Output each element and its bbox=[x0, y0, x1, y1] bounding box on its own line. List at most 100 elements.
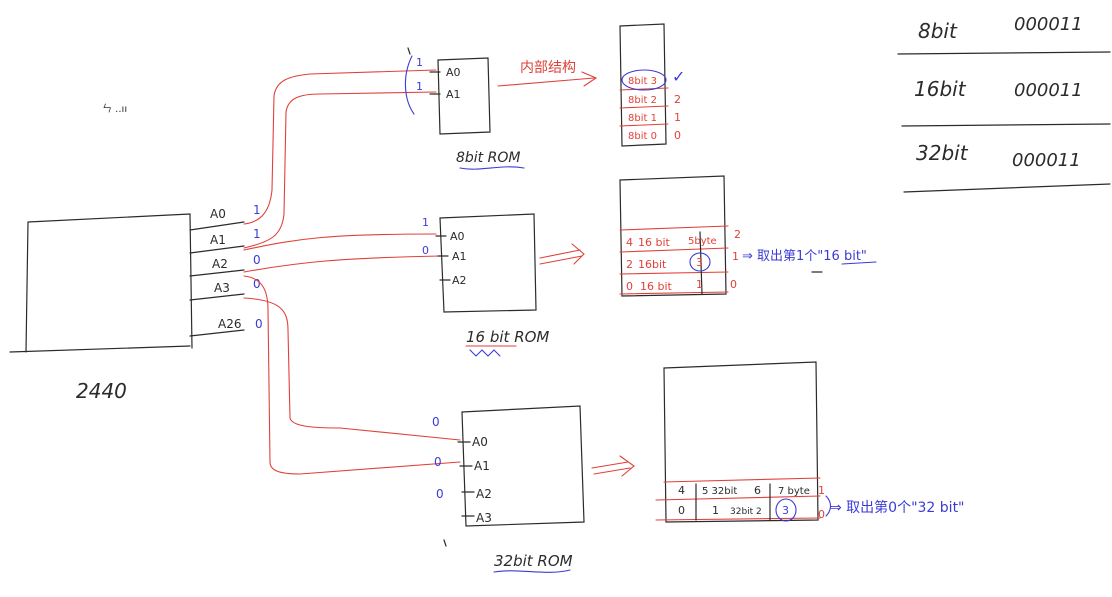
rom8-address-0: 0 bbox=[674, 129, 681, 142]
rom16-row-line bbox=[619, 271, 729, 275]
rom8-input-a1: 1 bbox=[416, 80, 423, 93]
summary-width-8bit: 8bit bbox=[918, 19, 958, 43]
rom8-cell-0: 8bit 0 bbox=[628, 131, 657, 142]
rom32-pin-a1: A1 bbox=[474, 459, 490, 473]
rom8-address-2: 2 bbox=[674, 93, 681, 106]
rom32-input-a0: 0 bbox=[432, 415, 440, 429]
rom16-row-1-addr: 1 bbox=[732, 250, 739, 263]
rom32-row-0-c1: 0 bbox=[678, 504, 685, 517]
wire-to-rom32-a1 bbox=[243, 297, 461, 441]
rom16-row-2-right: 5byte bbox=[688, 236, 717, 247]
summary-width-16bit: 16bit bbox=[914, 77, 967, 101]
cpu-label: 2440 bbox=[76, 379, 127, 403]
rom16-row-line bbox=[619, 291, 729, 295]
rom32-row-0-c2: 1 bbox=[712, 504, 719, 517]
rom16-input-a1: 0 bbox=[422, 244, 429, 257]
cpu-box bbox=[9, 213, 193, 353]
cpu-2440: 2440 ㄣ ..ıı A0 A1 A2 A3 A26 1 1 0 0 0 bbox=[9, 103, 263, 403]
rom16-row-1-highlight bbox=[689, 252, 711, 272]
rom16-row-0-right: 1 bbox=[696, 278, 703, 291]
rom8-pin-a0: A0 bbox=[446, 66, 461, 79]
rom32-pin-a2: A2 bbox=[476, 487, 492, 501]
wire-to-rom32-a0 bbox=[243, 275, 461, 475]
rom32-row-0-addr: 0 bbox=[818, 508, 825, 521]
cpu-pin-a3-value: 0 bbox=[253, 277, 261, 291]
rom8-title-underline bbox=[459, 166, 525, 170]
rom16-result-note: ⇒ 取出第1个"16 bit" bbox=[742, 249, 867, 264]
cpu-pin-line bbox=[189, 269, 245, 277]
rom32-row-line bbox=[663, 477, 821, 483]
rom-8bit: A0 A1 1 1 8bit ROM 内部结构 bbox=[404, 47, 598, 170]
rom32-box bbox=[461, 405, 585, 527]
cpu-pin-a1: A1 bbox=[210, 233, 226, 247]
rom16-row-2-addr: 2 bbox=[734, 228, 741, 241]
rom32-row-1-addr: 1 bbox=[818, 484, 825, 497]
rom8-pin-tick bbox=[407, 47, 441, 95]
rom32-title: 32bit ROM bbox=[494, 552, 573, 570]
wire-to-rom16-a0 bbox=[243, 233, 437, 251]
summary-row-line bbox=[903, 183, 1111, 193]
rom8-cell-2: 8bit 2 bbox=[628, 95, 657, 106]
rom-32bit: A0 A1 A2 A3 0 0 0 32bit ROM bbox=[432, 405, 635, 573]
rom32-row-1-c2: 5 32bit bbox=[702, 486, 737, 497]
rom32-row-0-highlight bbox=[775, 498, 797, 522]
rom16-pin-a2: A2 bbox=[452, 274, 467, 287]
rom16-row-1-left: 2 bbox=[626, 258, 633, 271]
summary-table: 8bit 000011 16bit 000011 32bit 000011 bbox=[897, 14, 1111, 193]
rom16-row-1-mid: 16bit bbox=[638, 258, 667, 271]
rom16-arrow bbox=[539, 243, 585, 265]
cpu-pin-line bbox=[189, 245, 245, 254]
rom16-result-underline bbox=[841, 261, 877, 265]
rom32-row-0-c3: 32bit 2 bbox=[730, 507, 762, 517]
rom32-title-underline bbox=[493, 569, 571, 573]
rom8-address-1: 1 bbox=[674, 111, 681, 124]
rom16-row-0-left: 0 bbox=[626, 280, 633, 293]
rom32-row-1-c3: 6 bbox=[754, 484, 761, 497]
rom8-input-a0: 1 bbox=[416, 56, 423, 69]
cpu-pin-a3: A3 bbox=[214, 281, 230, 295]
rom16-row-0-addr: 0 bbox=[730, 278, 737, 291]
wire-to-rom8-a1 bbox=[243, 91, 437, 249]
rom16-title: 16 bit ROM bbox=[466, 328, 549, 346]
rom16-row-line bbox=[619, 247, 729, 253]
rom16-row-0-mid: 16 bit bbox=[640, 280, 673, 293]
rom8-row-line bbox=[619, 105, 669, 109]
rom32-internal: 4 5 32bit 6 7 byte 1 0 1 32bit 2 3 0 ⇒ 取… bbox=[655, 361, 965, 523]
rom16-row-1-right: 3 bbox=[696, 256, 703, 269]
rom16-title-underline bbox=[469, 349, 501, 357]
cpu-pin-line bbox=[189, 329, 245, 337]
cpu-pin-line bbox=[189, 293, 245, 301]
rom32-input-a1: 0 bbox=[434, 455, 442, 469]
rom-16bit: A0 A1 A2 1 0 16 bit ROM bbox=[422, 213, 585, 357]
cpu-note: ㄣ ..ıı bbox=[102, 103, 127, 115]
rom8-cell-3-highlight bbox=[621, 69, 667, 91]
wire-to-rom8-a0 bbox=[243, 69, 437, 225]
summary-width-32bit: 32bit bbox=[916, 141, 969, 165]
cpu-pin-a2-value: 0 bbox=[253, 253, 261, 267]
cpu-pin-a1-value: 1 bbox=[253, 227, 261, 241]
rom16-internal: 4 16 bit 5byte 2 2 16bit 3 1 0 16 bit 1 … bbox=[619, 175, 877, 297]
rom32-pin-a0: A0 bbox=[472, 435, 488, 449]
rom32-result-note: ⇒ 取出第0个"32 bit" bbox=[830, 499, 965, 516]
rom16-row-2-left: 4 bbox=[626, 236, 633, 249]
rom16-pin-a0: A0 bbox=[450, 230, 465, 243]
rom8-box bbox=[437, 57, 491, 135]
rom8-title: 8bit ROM bbox=[456, 150, 520, 166]
summary-row-line bbox=[897, 51, 1111, 55]
rom16-row-line bbox=[619, 225, 729, 231]
cpu-pin-a26-value: 0 bbox=[255, 317, 263, 331]
rom32-row-line bbox=[655, 495, 821, 501]
summary-row-line bbox=[901, 123, 1111, 127]
rom32-result-brace bbox=[825, 495, 832, 517]
cpu-pin-a26: A26 bbox=[218, 317, 241, 331]
rom32-row-0-c4: 3 bbox=[782, 504, 789, 517]
rom8-internal-box bbox=[619, 23, 667, 147]
cpu-pin-a2: A2 bbox=[212, 257, 228, 271]
rom16-pin-tick bbox=[435, 235, 451, 281]
address-wiring bbox=[243, 69, 461, 475]
rom32-pin-a3: A3 bbox=[476, 511, 492, 525]
rom8-cell-3: 8bit 3 bbox=[628, 76, 657, 87]
rom32-input-a2: 0 bbox=[436, 487, 444, 501]
summary-addr-32bit: 000011 bbox=[1012, 150, 1081, 171]
summary-addr-16bit: 000011 bbox=[1014, 80, 1083, 101]
